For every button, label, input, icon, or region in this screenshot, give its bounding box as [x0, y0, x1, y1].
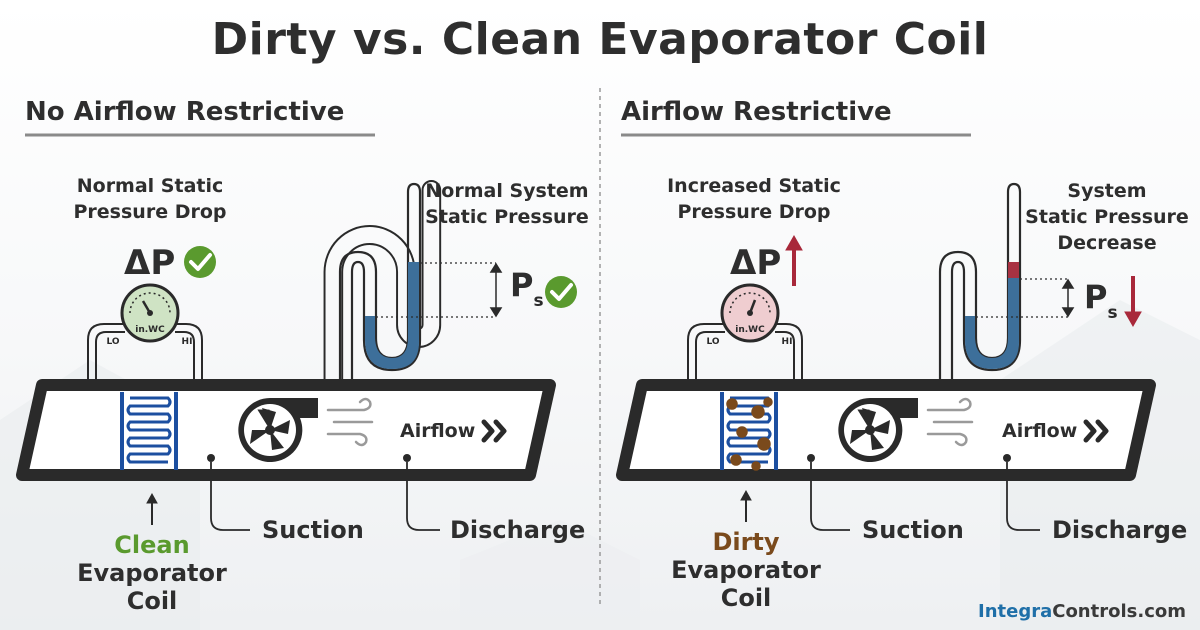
brand-part1: Integra — [978, 601, 1053, 622]
gauge-icon — [720, 283, 780, 343]
right-section-heading: Airflow Restrictive — [621, 97, 892, 127]
gauge-tubing — [687, 323, 803, 388]
suction-pointer — [810, 462, 850, 531]
right-gauge-lo: LO — [706, 337, 719, 347]
manometer-icon — [323, 180, 442, 388]
right-heading-underline — [621, 133, 971, 137]
right-system-label-line3: Decrease — [1057, 232, 1157, 254]
wind-icon — [326, 397, 374, 447]
right-ps-subscript: s — [1107, 303, 1118, 323]
right-delta-p: ΔP — [730, 243, 782, 283]
right-system-label: System Static Pressure Decrease — [1018, 178, 1196, 256]
check-icon — [545, 276, 577, 308]
suction-pointer — [210, 462, 250, 531]
left-coil-line3: Coil — [126, 587, 178, 615]
discharge-point — [1003, 454, 1011, 462]
manometer-icon — [938, 182, 1022, 388]
right-ps-symbol: Ps — [1084, 278, 1118, 323]
right-drop-label-line1: Increased Static — [667, 175, 841, 197]
fan-icon — [238, 398, 318, 462]
right-suction-label: Suction — [862, 516, 964, 544]
right-ps-letter: P — [1084, 278, 1108, 316]
gauge-icon — [120, 283, 180, 343]
left-system-label-line1: Normal System — [425, 180, 589, 202]
left-drop-label-line2: Pressure Drop — [73, 201, 227, 223]
gauge-tubing — [87, 323, 203, 388]
right-coil-line3: Coil — [720, 584, 772, 612]
coil-icon — [120, 392, 178, 470]
discharge-pointer — [1006, 462, 1040, 531]
arrow-down-icon — [1124, 276, 1142, 328]
right-gauge-hi: HI — [782, 337, 793, 347]
arrow-up-icon — [146, 492, 158, 525]
right-system-label-line1: System — [1067, 180, 1147, 202]
discharge-point — [403, 454, 411, 462]
left-airflow-label: Airflow — [400, 420, 476, 442]
left-system-label: Normal System Static Pressure — [418, 178, 596, 230]
suction-point — [207, 454, 215, 462]
brand-logo-text: IntegraControls.com — [978, 601, 1186, 622]
suction-point — [807, 454, 815, 462]
left-delta-p: ΔP — [124, 243, 176, 283]
ps-dimension-arrow — [1061, 278, 1075, 318]
left-diagram: in.WC LO HI — [16, 180, 577, 531]
right-gauge-unit: in.WC — [735, 325, 765, 335]
left-ps-subscript: s — [533, 291, 544, 311]
wind-icon — [926, 397, 974, 447]
brand-part2: Controls.com — [1052, 601, 1186, 622]
left-gauge-hi: HI — [182, 337, 193, 347]
left-ps-symbol: Ps — [510, 266, 544, 311]
right-drop-label: Increased Static Pressure Drop — [644, 173, 864, 225]
left-system-label-line2: Static Pressure — [425, 206, 589, 228]
left-suction-label: Suction — [262, 516, 364, 544]
manometer-tube — [338, 182, 422, 388]
dirt-particle-icon — [726, 397, 773, 471]
arrow-up-icon — [740, 489, 752, 522]
right-system-label-line2: Static Pressure — [1025, 206, 1189, 228]
page-title: Dirty vs. Clean Evaporator Coil — [211, 14, 989, 65]
center-divider — [599, 88, 601, 608]
left-ps-letter: P — [510, 266, 534, 304]
chevron-double-right-icon — [1083, 419, 1109, 443]
left-drop-label-line1: Normal Static — [76, 175, 224, 197]
left-section-heading: No Airflow Restrictive — [25, 97, 345, 127]
left-heading-underline — [25, 133, 375, 137]
right-coil-label: Dirty Evaporator Coil — [666, 528, 826, 612]
left-coil-label: Clean Evaporator Coil — [72, 531, 232, 615]
left-drop-label: Normal Static Pressure Drop — [40, 173, 260, 225]
manometer-fluid — [965, 278, 1020, 369]
right-airflow-label: Airflow — [1002, 420, 1078, 442]
right-discharge-label: Discharge — [1052, 516, 1188, 544]
check-icon — [184, 246, 216, 278]
right-diagram: in.WC LO HI — [616, 182, 1156, 531]
manometer-fluid — [365, 262, 420, 369]
chevron-double-right-icon — [481, 419, 507, 443]
right-coil-line2: Evaporator — [671, 556, 821, 584]
left-coil-state: Clean — [114, 531, 190, 559]
right-drop-label-line2: Pressure Drop — [677, 201, 831, 223]
right-coil-state: Dirty — [712, 528, 780, 556]
arrow-up-icon — [785, 234, 803, 286]
left-gauge-lo: LO — [106, 337, 119, 347]
fan-icon — [838, 398, 918, 462]
discharge-pointer — [406, 462, 440, 531]
ps-dimension-arrow — [489, 262, 503, 318]
manometer-fluid-drop — [1008, 262, 1019, 278]
left-coil-line2: Evaporator — [77, 559, 227, 587]
left-gauge-unit: in.WC — [135, 325, 165, 335]
left-discharge-label: Discharge — [450, 516, 586, 544]
